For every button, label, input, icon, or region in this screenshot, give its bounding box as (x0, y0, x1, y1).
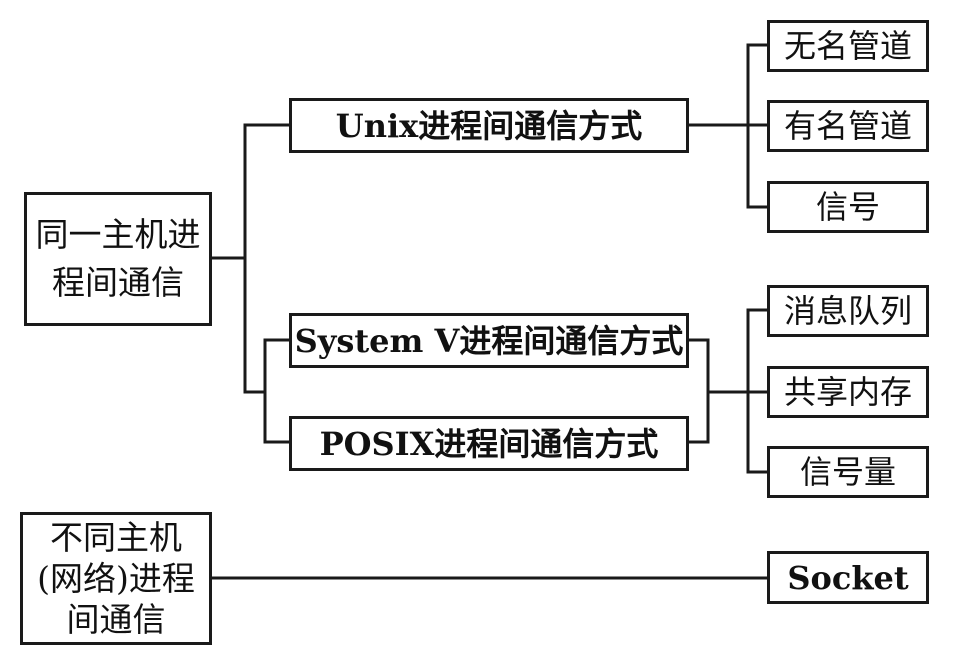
node-msg-queue: 消息队列 (767, 285, 929, 337)
node-shared-mem-label: 共享内存 (783, 373, 912, 411)
node-semaphore-label: 信号量 (799, 453, 896, 491)
node-unix-ipc: Unix进程间通信方式 (289, 98, 689, 153)
node-diff-host-line1: 不同主机 (50, 518, 182, 557)
node-semaphore: 信号量 (767, 446, 929, 498)
node-named-pipe-label: 有名管道 (783, 107, 912, 145)
node-named-pipe: 有名管道 (767, 100, 929, 152)
node-posix-ipc-label: POSIX进程间通信方式 (319, 424, 659, 463)
node-same-host-line2: 程间通信 (52, 263, 184, 302)
node-diff-host-ipc: 不同主机 (网络)进程 间通信 (20, 512, 212, 645)
node-diff-host-line2: (网络)进程 (37, 559, 195, 598)
node-diff-host-line3: 间通信 (66, 600, 166, 639)
node-socket-label: Socket (787, 558, 909, 597)
node-anon-pipe-label: 无名管道 (783, 27, 912, 65)
node-unix-ipc-label: Unix进程间通信方式 (335, 106, 643, 145)
node-posix-ipc: POSIX进程间通信方式 (289, 416, 689, 471)
node-shared-mem: 共享内存 (767, 366, 929, 418)
node-signal-label: 信号 (815, 188, 880, 226)
node-anon-pipe: 无名管道 (767, 20, 929, 72)
node-msg-queue-label: 消息队列 (783, 292, 912, 330)
node-same-host-ipc: 同一主机进 程间通信 (24, 192, 212, 326)
node-sysv-ipc: System V进程间通信方式 (289, 313, 689, 368)
node-signal: 信号 (767, 181, 929, 233)
node-same-host-line1: 同一主机进 (35, 215, 201, 254)
node-sysv-ipc-label: System V进程间通信方式 (294, 321, 684, 360)
node-socket: Socket (767, 551, 929, 604)
